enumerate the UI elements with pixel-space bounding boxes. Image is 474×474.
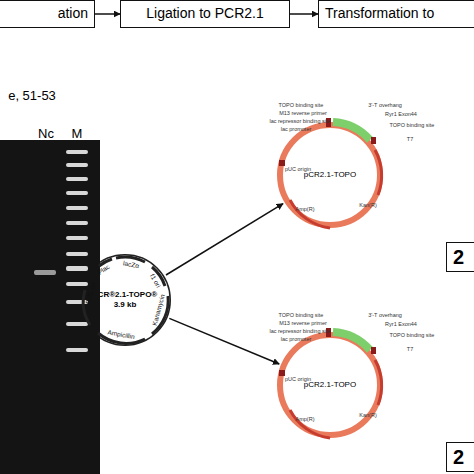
step-text: 2 — [453, 445, 464, 470]
lane-label: Nc — [38, 127, 54, 140]
feature-label: 3'-T overhang — [368, 313, 402, 319]
feature-label: Ryr1 Exon44 — [385, 112, 417, 118]
flow-arrow — [290, 13, 318, 15]
feature-label: 3'-T overhang — [368, 103, 402, 109]
feature-label: Amp(R) — [296, 417, 315, 423]
feature-label: lac promoter — [281, 127, 312, 133]
plasmid-features — [83, 257, 168, 343]
step-text: ation — [58, 5, 88, 23]
feature-label: Ampicillin — [107, 329, 135, 340]
feature-label: f1 ori — [149, 273, 162, 289]
feature-label: M13 reverse primer — [279, 321, 327, 327]
feature-label: Kan(R) — [359, 413, 376, 419]
feature-label: TOPO binding site — [279, 313, 324, 319]
flow-arrow — [95, 13, 120, 15]
process-box: ation — [0, 0, 95, 28]
gel-image — [0, 140, 100, 474]
plasmid-name: pCR2.1-TOPO — [304, 170, 356, 180]
plasmid-name: pCR®2.1-TOPO® — [93, 290, 158, 300]
feature-label: lac repressor binding site — [269, 119, 330, 125]
feature-label: pUC origin — [285, 377, 311, 383]
feature-label: Amp(R) — [296, 207, 315, 213]
feature-label: lacZα — [123, 260, 140, 269]
process-box: 2 — [446, 242, 474, 272]
feature-label: lac promoter — [281, 337, 312, 343]
feature-label: TOPO binding site — [279, 103, 324, 109]
feature-label: Kan(R) — [359, 203, 376, 209]
process-box: Transformation to — [318, 0, 474, 28]
feature-label: M13 reverse primer — [279, 111, 327, 117]
map-features-bottom — [279, 328, 382, 438]
feature-label: Ryr1 Exon44 — [385, 322, 417, 328]
gel-band — [34, 270, 56, 275]
feature-label: Kanamycin — [152, 294, 167, 327]
marker-ladder — [66, 150, 88, 352]
plasmid-name: pCR2.1-TOPO — [304, 380, 356, 390]
feature-label: Plac — [97, 264, 111, 277]
feature-label: TOPO binding site — [390, 333, 435, 339]
feature-label: pUC origin — [285, 167, 311, 173]
lane-label: e, 51-53 — [8, 89, 56, 102]
lane-label: M — [72, 127, 83, 140]
feature-label: T7 — [407, 137, 413, 143]
feature-label: pUC ori — [84, 282, 98, 305]
process-box: 2 — [446, 442, 474, 472]
flow-arrow — [166, 204, 283, 275]
step-text: Transformation to — [325, 5, 434, 23]
step-text: 2 — [453, 245, 464, 270]
flow-arrow — [169, 318, 279, 364]
map-features-top — [279, 118, 382, 228]
feature-label: TOPO binding site — [390, 123, 435, 129]
step-text: Ligation to PCR2.1 — [146, 5, 264, 23]
process-box: Ligation to PCR2.1 — [120, 0, 290, 28]
feature-label: lac repressor binding site — [269, 329, 330, 335]
gel-background — [0, 140, 100, 474]
feature-label: T7 — [407, 347, 413, 353]
plasmid-name: 3.9 kb — [114, 300, 137, 310]
